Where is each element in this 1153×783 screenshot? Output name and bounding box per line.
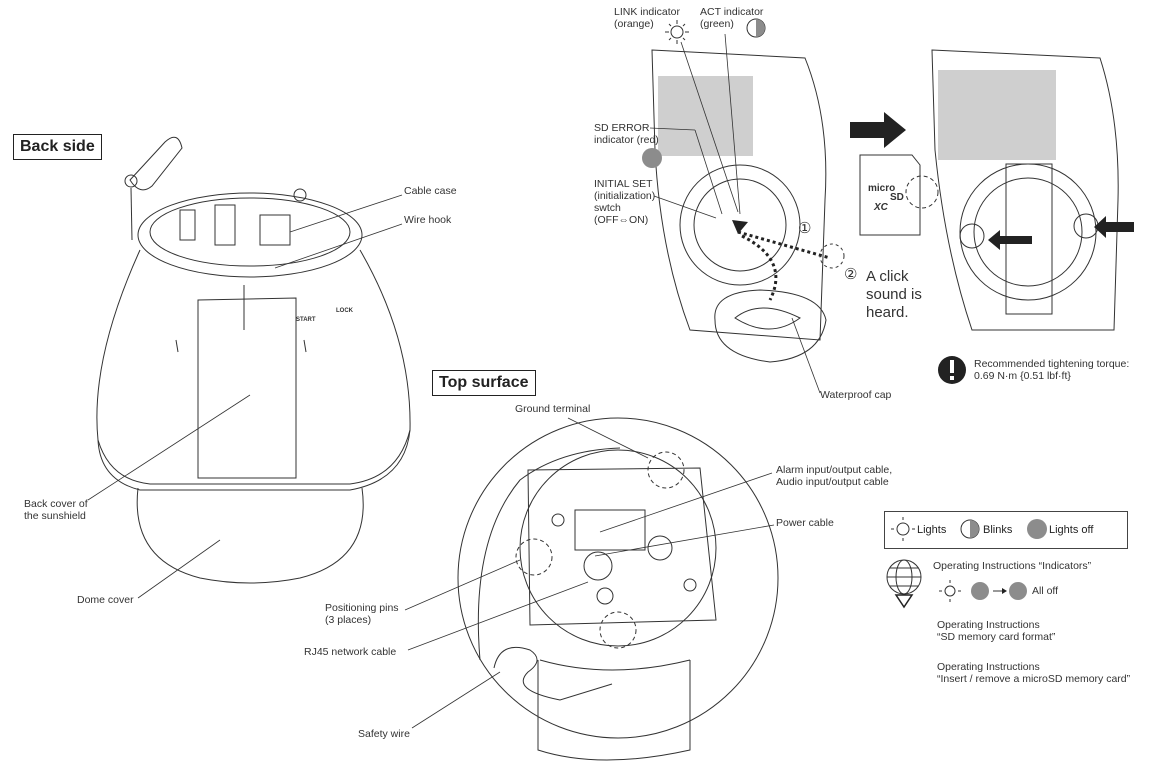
legend-blinks: Blinks [983,524,1013,536]
next-step-arrow [850,112,906,148]
label-alarm-cable: Alarm input/output cable, Audio input/ou… [776,464,893,488]
mark-lock-back: LOCK [336,308,353,314]
legend-lights: Lights [917,524,947,536]
ref-sd-format: Operating Instructions “SD memory card f… [937,619,1056,643]
label-cable-case: Cable case [404,185,457,197]
mark-sd: SD [890,192,904,203]
mark-start-back: START [296,317,316,323]
label-safety-wire: Safety wire [358,728,410,740]
top-surface-camera [457,417,779,761]
label-rj45: RJ45 network cable [304,646,397,658]
label-ground-terminal: Ground terminal [515,403,591,415]
section-title-back-side: Back side [13,134,102,160]
ref-insert-remove: Operating Instructions “Insert / remove … [937,661,1131,685]
label-back-cover: Back cover of the sunshield [24,498,88,522]
ref-indicators: Operating Instructions “Indicators” [933,560,1092,572]
legend-lights-off: Lights off [1049,524,1094,536]
ref-all-off: All off [1032,585,1059,597]
label-power-cable: Power cable [776,517,834,529]
torque-text: Recommended tightening torque: 0.69 N·m … [974,358,1130,382]
globe-icon [886,559,922,609]
legend-icons [891,517,1047,541]
label-wire-hook: Wire hook [404,214,452,226]
label-link-indicator: LINK indicator (orange) [614,6,680,30]
label-sd-error: SD ERROR indicator (red) [594,122,659,146]
back-side-camera [96,136,411,584]
section-title-top-surface: Top surface [432,370,536,396]
mark-xc: XC [874,202,888,213]
click-sound-text: A click sound is heard. [866,268,922,321]
label-initial-set: INITIAL SET (initialization) swtch (OFF⇔… [594,178,656,226]
indicator-legend: Lights Blinks Lights off [884,511,1128,549]
sd-slot-detail [642,18,845,363]
indicator-sequence [939,580,1027,602]
step-1-marker: ① [798,220,812,237]
microsd-card [859,154,939,236]
label-act-indicator: ACT indicator (green) [700,6,764,30]
sd-slot-closed [931,49,1134,331]
label-positioning-pins: Positioning pins (3 places) [325,602,399,626]
step-2-marker: ② [844,266,858,283]
mark-micro: micro [868,183,896,194]
label-dome-cover: Dome cover [77,594,134,606]
warning-icon [938,356,966,384]
label-waterproof-cap: Waterproof cap [820,389,892,401]
